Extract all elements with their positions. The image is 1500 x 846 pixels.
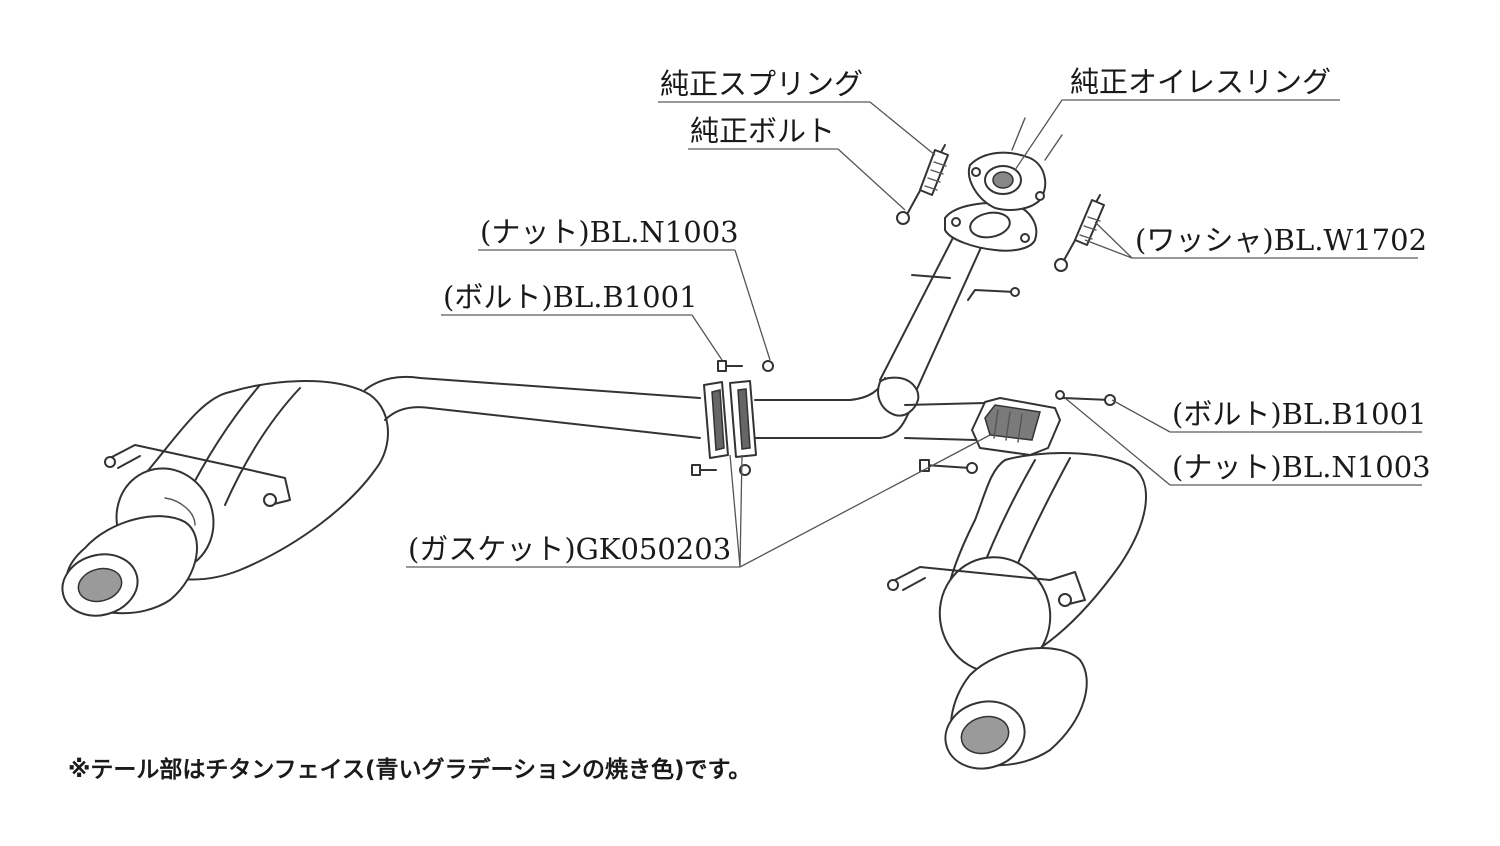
label-oem-oilless-ring: 純正オイレスリング: [1070, 65, 1331, 99]
front-y-pipe: [877, 117, 1105, 441]
left-muffler: [61, 380, 389, 617]
part-labels: 純正スプリング 純正ボルト 純正オイレスリング (ワッシャ)BL.W1702 (…: [68, 65, 1431, 783]
right-muffler: [887, 390, 1147, 770]
leader-lines: [691, 99, 1171, 568]
label-nut-top: (ナット)BL.N1003: [480, 215, 739, 249]
footnote: ※テール部はチタンフェイス(青いグラデーションの焼き色)です。: [68, 756, 751, 783]
label-oem-bolt: 純正ボルト: [690, 114, 835, 148]
label-bolt-top: (ボルト)BL.B1001: [443, 280, 698, 314]
center-pipe: [364, 375, 911, 439]
label-washer: (ワッシャ)BL.W1702: [1135, 223, 1427, 257]
label-oem-spring: 純正スプリング: [660, 67, 863, 101]
label-bolt-right: (ボルト)BL.B1001: [1172, 397, 1427, 431]
label-nut-right: (ナット)BL.N1003: [1172, 450, 1431, 484]
label-gasket: (ガスケット)GK050203: [408, 532, 731, 566]
center-flange-joint: [691, 360, 774, 476]
